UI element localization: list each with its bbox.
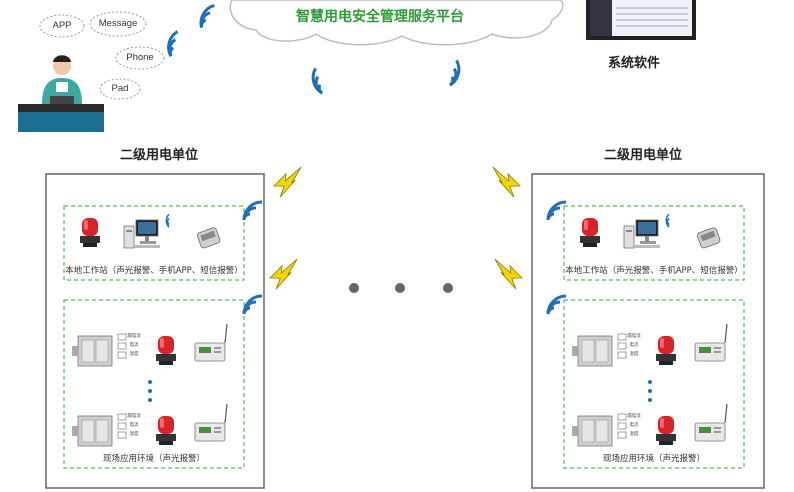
- system-software-label: 系统软件: [608, 56, 661, 71]
- wifi-icon: [242, 200, 264, 222]
- monitor-unit-icon: [194, 403, 228, 442]
- unit-frame-right: [531, 173, 765, 489]
- field-caption-right: 现场应用环境（声光报警）: [602, 454, 705, 464]
- channel-bubble: [115, 46, 165, 70]
- module-label: 电流: [129, 423, 139, 428]
- sensor-modules: [617, 333, 627, 359]
- field-box-left: [63, 299, 245, 469]
- alarm-light-icon: [656, 416, 676, 445]
- workstation-caption-left: 本地工作站（声光报警、手机APP、短信报警）: [65, 266, 243, 276]
- module-label: 漏电流: [127, 334, 141, 339]
- wifi-icon: [195, 3, 221, 30]
- module-label: 温度: [629, 352, 639, 357]
- channel-bubble: [89, 11, 147, 37]
- wifi-icon: [661, 213, 677, 228]
- module-label: 电流: [629, 423, 639, 428]
- unit-frame-left: [45, 173, 265, 489]
- lightning-icon: [271, 166, 307, 199]
- workstation-pc-icon: [623, 219, 661, 249]
- ellipsis-dot: [395, 283, 405, 293]
- wifi-icon: [546, 200, 568, 222]
- alarm-light-icon: [656, 336, 676, 365]
- unit-title-left: 二级用电单位: [120, 148, 199, 163]
- wifi-icon: [242, 294, 264, 316]
- ellipsis-dot: [648, 380, 652, 384]
- system-software-monitor: [586, 0, 696, 40]
- wifi-icon: [439, 58, 467, 87]
- wifi-icon: [161, 213, 177, 228]
- channel-phone-label: Phone: [126, 52, 154, 63]
- ellipsis-dot: [148, 389, 152, 393]
- monitor-unit-icon: [694, 323, 728, 362]
- module-label: 温度: [129, 352, 139, 357]
- lightning-icon: [487, 166, 523, 199]
- channel-app-label: APP: [52, 20, 72, 31]
- operator-figure: [18, 55, 104, 132]
- workstation-pc-icon: [123, 219, 161, 249]
- module-label: 漏电流: [127, 414, 141, 419]
- ellipsis-dot: [148, 398, 152, 402]
- ellipsis-dot: [148, 380, 152, 384]
- channel-pad-label: Pad: [111, 83, 129, 94]
- lightning-icon: [267, 258, 303, 291]
- ellipsis-dot: [349, 283, 359, 293]
- ellipsis-dot: [443, 283, 453, 293]
- workstation-caption-right: 本地工作站（声光报警、手机APP、短信报警）: [565, 266, 743, 276]
- alarm-light-icon: [580, 218, 600, 247]
- platform-title: 智慧用电安全管理服务平台: [296, 9, 464, 25]
- channel-bubble: [99, 78, 141, 100]
- alarm-light-icon: [156, 416, 176, 445]
- monitor-unit-icon: [694, 403, 728, 442]
- module-label: 漏电流: [627, 334, 641, 339]
- cloud-shape: [229, 0, 564, 46]
- alarm-light-icon: [156, 336, 176, 365]
- alarm-light-icon: [80, 218, 100, 247]
- gsm-modem-icon: [696, 226, 722, 250]
- sensor-modules: [117, 413, 127, 439]
- unit-title-right: 二级用电单位: [604, 148, 683, 163]
- module-label: 电流: [629, 343, 639, 348]
- distribution-cabinet-icon: [571, 415, 613, 447]
- ellipsis-dot: [648, 389, 652, 393]
- wifi-icon: [160, 30, 189, 58]
- lightning-icon: [489, 258, 525, 291]
- field-caption-left: 现场应用环境（声光报警）: [102, 454, 205, 464]
- module-label: 电流: [129, 343, 139, 348]
- distribution-cabinet-icon: [71, 335, 113, 367]
- sensor-modules: [117, 333, 127, 359]
- gsm-modem-icon: [196, 226, 222, 250]
- module-label: 温度: [629, 432, 639, 437]
- wifi-icon: [305, 66, 333, 95]
- field-box-right: [563, 299, 745, 469]
- channel-bubble: [39, 14, 85, 38]
- distribution-cabinet-icon: [571, 335, 613, 367]
- workstation-box-right: [563, 205, 745, 281]
- monitor-unit-icon: [194, 323, 228, 362]
- sensor-modules: [617, 413, 627, 439]
- workstation-box-left: [63, 205, 245, 281]
- channel-message-label: Message: [98, 18, 138, 29]
- wifi-icon: [546, 294, 568, 316]
- module-label: 温度: [129, 432, 139, 437]
- ellipsis-dot: [648, 398, 652, 402]
- module-label: 漏电流: [627, 414, 641, 419]
- distribution-cabinet-icon: [71, 415, 113, 447]
